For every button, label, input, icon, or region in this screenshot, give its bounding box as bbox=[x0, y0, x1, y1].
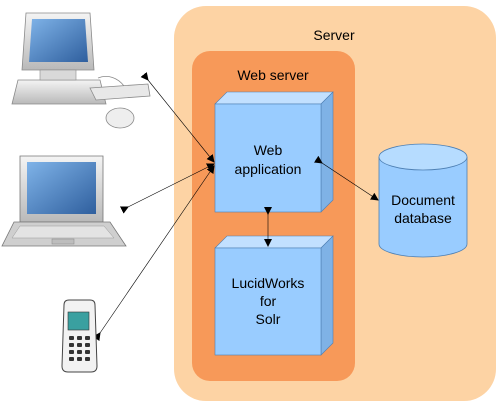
laptop-icon bbox=[1, 155, 127, 247]
lucidworks-label-line1: LucidWorks bbox=[232, 275, 305, 291]
connector-webapp-database bbox=[313, 155, 379, 201]
lucidworks-front-face bbox=[214, 247, 322, 356]
mobile-phone-icon bbox=[61, 299, 98, 373]
connector-phone-webapp bbox=[92, 165, 215, 342]
document-database-top bbox=[378, 143, 468, 171]
document-database-label-line2: database bbox=[394, 210, 452, 226]
lucidworks-label-line2: for bbox=[260, 293, 277, 309]
lucidworks-node: LucidWorks for Solr bbox=[214, 235, 334, 356]
web-application-side-face bbox=[320, 91, 334, 213]
document-database-label-line1: Document bbox=[391, 192, 455, 208]
web-server-label: Web server bbox=[237, 67, 309, 83]
document-database-node: Document database bbox=[378, 143, 468, 258]
document-database-body bbox=[378, 157, 468, 258]
lucidworks-top-face bbox=[214, 235, 334, 249]
web-application-top-face bbox=[214, 91, 334, 105]
lucidworks-side-face bbox=[320, 235, 334, 356]
web-application-label-line1: Web bbox=[254, 142, 283, 158]
connectors bbox=[92, 72, 379, 342]
web-application-label-line2: application bbox=[235, 161, 302, 177]
desktop-computer-icon bbox=[11, 12, 151, 129]
web-application-node: Web application bbox=[214, 91, 334, 213]
connector-desktop-webapp bbox=[140, 72, 215, 163]
web-application-front-face bbox=[214, 103, 322, 213]
lucidworks-label-line3: Solr bbox=[256, 311, 281, 327]
server-label: Server bbox=[313, 27, 355, 43]
